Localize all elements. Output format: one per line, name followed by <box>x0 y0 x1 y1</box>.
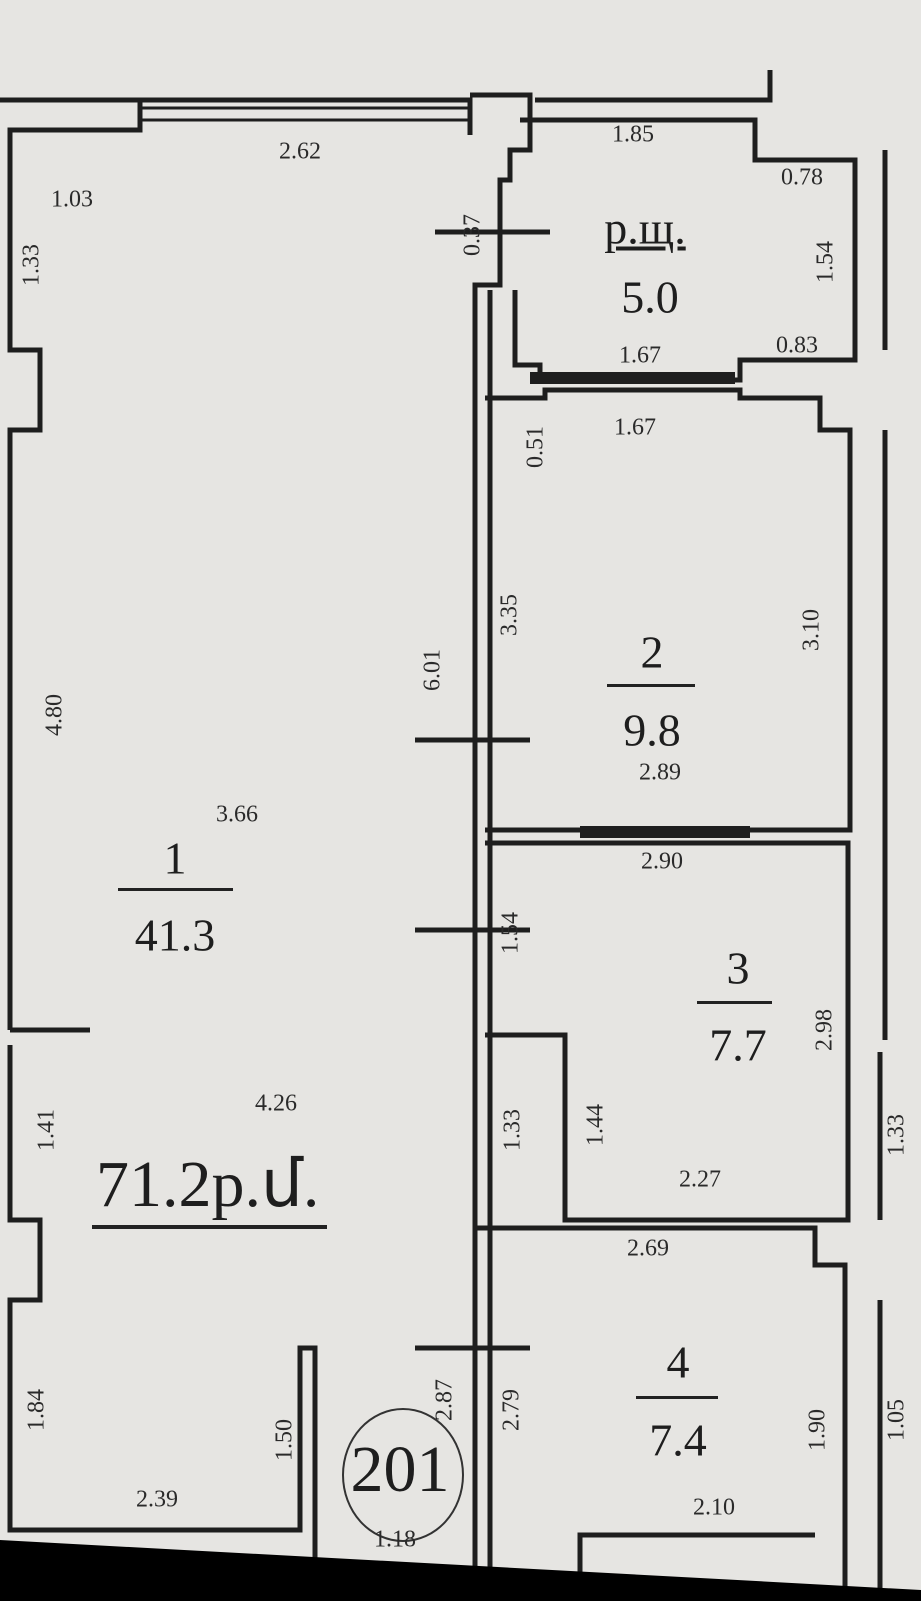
dimension-label: 2.10 <box>693 1494 735 1521</box>
room-4-number: 4 <box>666 1336 690 1388</box>
room-4-area: 7.4 <box>649 1414 707 1466</box>
dimension-label: 1.33 <box>499 1109 526 1151</box>
room-2-area: 9.8 <box>623 704 681 756</box>
outer-wall-top <box>0 97 473 1030</box>
room-3-area: 7.7 <box>709 1019 767 1071</box>
photo-shadow <box>0 1540 921 1601</box>
door-lines <box>415 229 550 1351</box>
apartment-number-circle <box>342 1408 464 1542</box>
apartment-number: 201 <box>350 1433 450 1506</box>
room-1-area: 41.3 <box>134 909 216 961</box>
dimension-label: 0.51 <box>522 426 549 468</box>
dimension-label: 3.66 <box>216 801 258 828</box>
dimension-label: 1.67 <box>619 342 661 369</box>
dimension-label: 2.39 <box>136 1486 178 1513</box>
room-3-number: 3 <box>726 942 750 994</box>
room2-wall <box>485 387 853 833</box>
room-2-divider <box>607 684 695 687</box>
dimension-label: 1.85 <box>612 121 654 148</box>
dimension-label: 1.84 <box>23 1389 50 1431</box>
corridor-wall <box>470 92 533 1601</box>
dimension-label: 1.90 <box>804 1409 831 1451</box>
dimension-label: 0.83 <box>776 332 818 359</box>
dimension-label: 1.54 <box>497 912 524 954</box>
dimension-label: 1.54 <box>812 241 839 283</box>
dimension-label: 3.10 <box>798 609 825 651</box>
bathroom-wall <box>512 70 858 383</box>
dimension-label: 1.18 <box>374 1526 416 1553</box>
dimension-label: 2.79 <box>498 1389 525 1431</box>
dimension-label: 1.33 <box>18 244 45 286</box>
dimension-label: 2.89 <box>639 759 681 786</box>
dimension-label: 4.80 <box>41 694 68 736</box>
dimension-label: 1.33 <box>883 1114 910 1156</box>
dimension-label: 2.62 <box>279 138 321 165</box>
window-top <box>140 106 470 122</box>
dimension-label: 2.69 <box>627 1235 669 1262</box>
dimension-label: 2.27 <box>679 1166 721 1193</box>
room-2-number: 2 <box>640 626 664 678</box>
dimension-label: 3.35 <box>496 594 523 636</box>
room3-wall <box>485 840 851 1223</box>
room-3-divider <box>697 1001 772 1004</box>
bathroom-area: 5.0 <box>621 271 679 323</box>
dimension-label: 2.90 <box>641 848 683 875</box>
total-area: 71.2р.մ. <box>92 1145 328 1229</box>
dimension-label: 2.98 <box>811 1009 838 1051</box>
dimension-label: 2.87 <box>431 1379 458 1421</box>
living-room-wall <box>7 1027 318 1601</box>
dimension-label: 1.44 <box>582 1104 609 1146</box>
dimension-label: 0.78 <box>781 164 823 191</box>
dimension-label: 6.01 <box>419 649 446 691</box>
dimension-label: 0.37 <box>459 214 486 256</box>
room-4-divider <box>636 1396 718 1399</box>
room-1-divider <box>118 888 233 891</box>
dimension-label: 1.03 <box>51 186 93 213</box>
dimension-label: 4.26 <box>255 1090 297 1117</box>
dimension-label: 1.50 <box>271 1419 298 1461</box>
right-neighbor-wall <box>877 150 888 1601</box>
dimension-label: 1.67 <box>614 414 656 441</box>
bathroom-label: р.щ. <box>604 202 686 254</box>
room-1-number: 1 <box>163 832 187 884</box>
dimension-label: 1.05 <box>883 1399 910 1441</box>
dimension-label: 1.41 <box>33 1109 60 1151</box>
